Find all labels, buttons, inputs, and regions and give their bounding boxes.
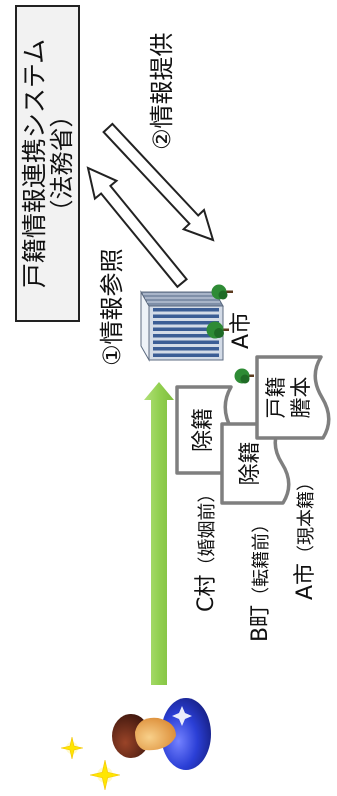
document-label-line: 謄本	[289, 376, 313, 419]
green-arrow-icon	[144, 382, 174, 685]
person-face	[135, 717, 176, 751]
person-icon	[112, 698, 211, 770]
municipality-label: A市（現本籍）	[292, 473, 321, 600]
building-windows	[153, 308, 219, 357]
municipality-name: C村	[194, 574, 219, 612]
document-icon: 戸籍 謄本	[255, 355, 335, 440]
municipality-label: C村（婚姻前）	[193, 485, 222, 612]
document-label-line: 戸籍	[264, 376, 288, 419]
municipality-note: （婚姻前）	[197, 484, 218, 575]
provide-label: ②情報提供	[148, 32, 176, 150]
document-label: 戸籍 謄本	[264, 355, 314, 440]
system-title: 戸籍情報連携システム	[19, 38, 49, 289]
system-ministry: （法務省）	[47, 103, 76, 224]
municipality-name: B町	[248, 604, 273, 642]
timeline-arrow-shape	[144, 382, 174, 685]
provide-arrow-icon	[102, 122, 215, 242]
sparkle-icon	[90, 760, 120, 790]
municipality-label: B町（転籍前）	[247, 515, 276, 642]
municipality-note: （現本籍）	[296, 472, 317, 563]
tree-icon	[211, 284, 233, 300]
municipality-note: （転籍前）	[251, 514, 272, 605]
reference-label: ①情報参照	[98, 248, 126, 366]
office-building-icon	[140, 284, 233, 362]
tree-icon	[234, 368, 254, 384]
document-shape	[255, 355, 331, 440]
sparkle-icon	[61, 737, 83, 759]
system-box: 戸籍情報連携システム （法務省）	[15, 5, 80, 322]
municipality-name: A市	[293, 562, 318, 600]
city-office-label: A市	[229, 311, 254, 349]
reference-arrow-icon	[86, 166, 189, 289]
person-highlight	[172, 706, 192, 726]
document-label: 除籍	[191, 408, 216, 453]
building-side-windows	[143, 293, 220, 303]
tree-icon	[206, 321, 229, 339]
